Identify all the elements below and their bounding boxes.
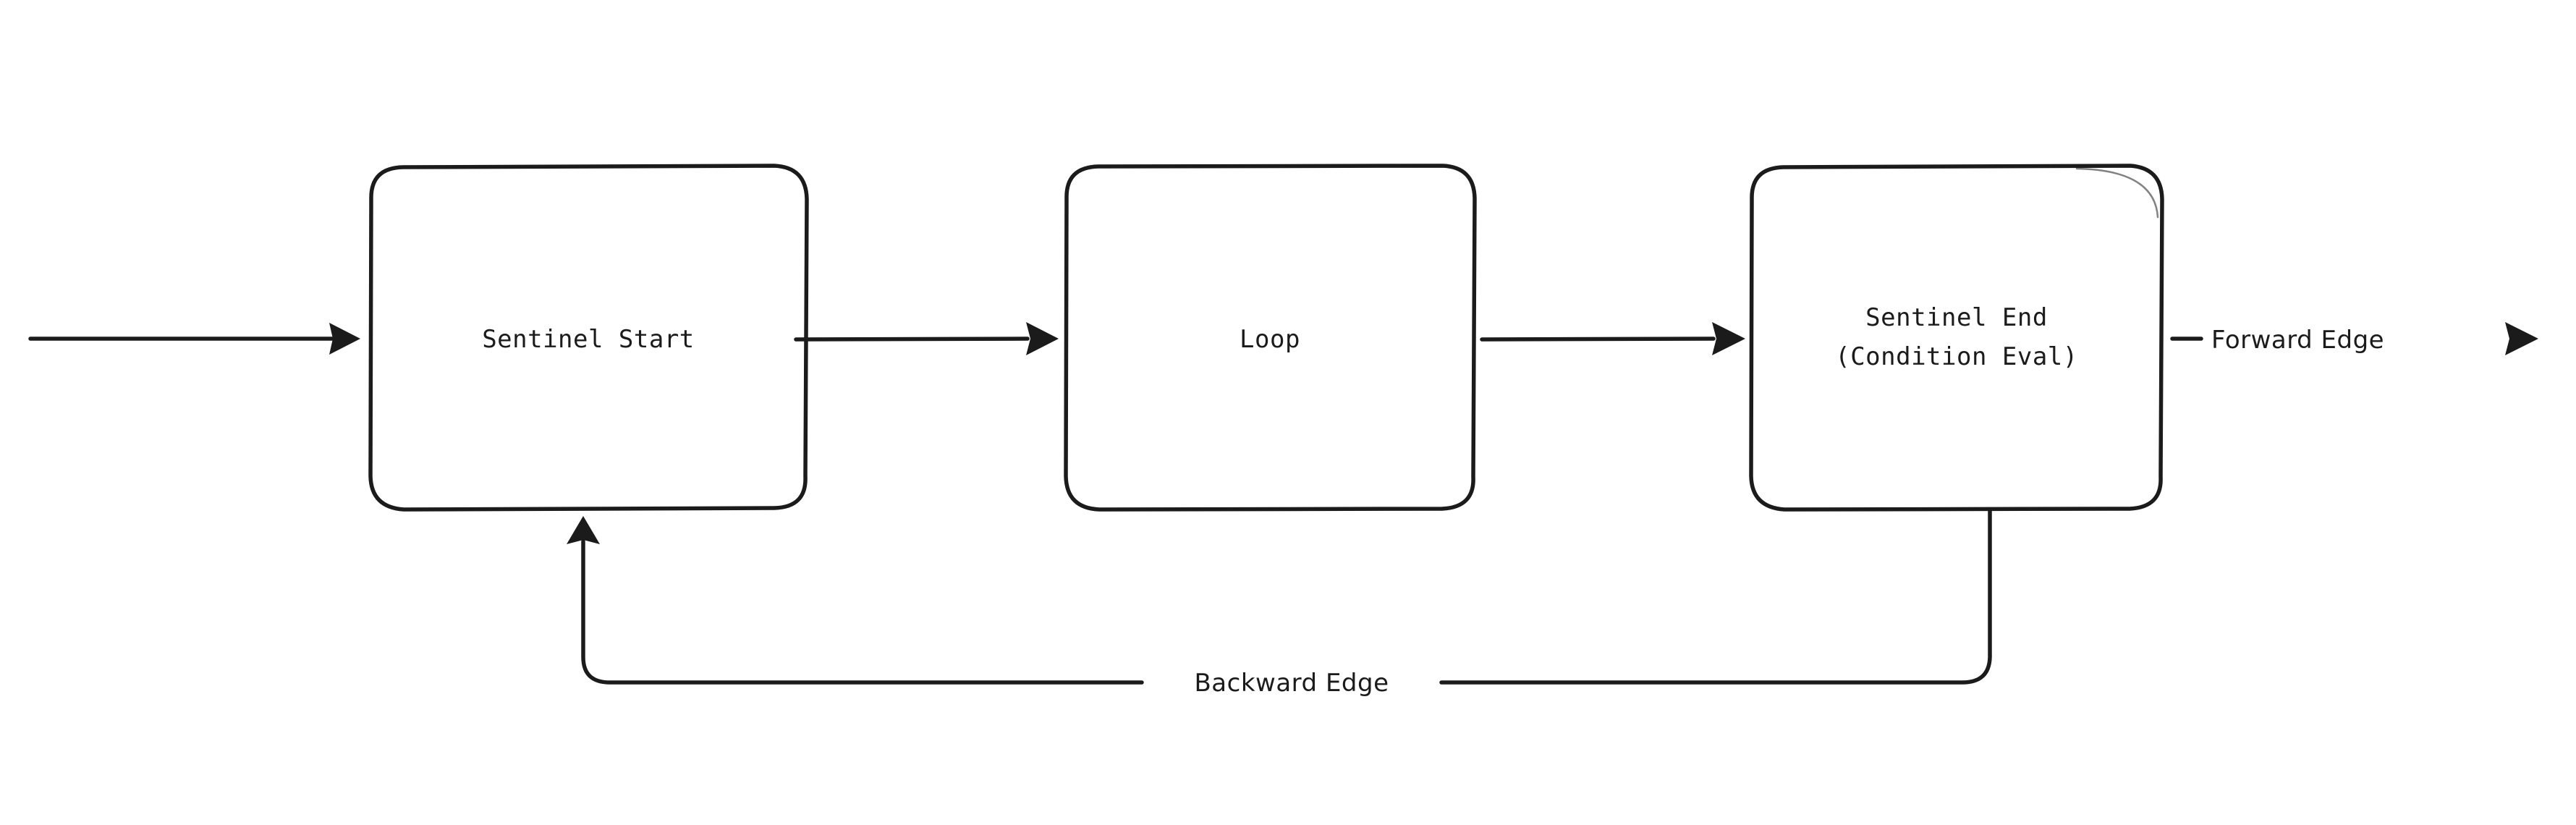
- node-loop[interactable]: Loop: [1064, 164, 1477, 512]
- edge-entry: [28, 323, 360, 355]
- backward-edge-label: Backward Edge: [1194, 669, 1389, 698]
- edge-forward: Forward Edge: [2170, 322, 2538, 355]
- node-sentinel-end-label-line1: Sentinel End: [1865, 303, 2048, 332]
- node-sentinel-end-shape[interactable]: [1749, 164, 2164, 512]
- backward-edge-arrowhead: [567, 516, 600, 544]
- edge-start-to-loop: [794, 322, 1059, 355]
- entry-edge-arrowhead: [329, 323, 360, 355]
- forward-edge-arrowhead: [2505, 322, 2538, 355]
- forward-edge-label: Forward Edge: [2211, 326, 2384, 355]
- edge-backward: Backward Edge: [567, 509, 1992, 698]
- node-sentinel-start-label: Sentinel Start: [482, 325, 695, 354]
- node-sentinel-start-shape[interactable]: [368, 164, 809, 512]
- backward-edge-line-left: [581, 539, 1144, 685]
- node-sentinel-start[interactable]: Sentinel Start: [368, 164, 809, 512]
- node-loop-label: Loop: [1240, 325, 1300, 354]
- node-sentinel-end-label-line2: (Condition Eval): [1835, 342, 2078, 371]
- edge-loop-to-end: [1480, 322, 1745, 355]
- loop-to-end-arrowhead: [1712, 322, 1745, 355]
- node-sentinel-end-sketch-overstroke: [2075, 167, 2159, 219]
- node-loop-shape[interactable]: [1064, 164, 1477, 512]
- node-sentinel-end[interactable]: Sentinel End (Condition Eval): [1749, 164, 2164, 512]
- backward-edge-line-right: [1439, 509, 1992, 685]
- start-to-loop-arrowhead: [1026, 322, 1059, 355]
